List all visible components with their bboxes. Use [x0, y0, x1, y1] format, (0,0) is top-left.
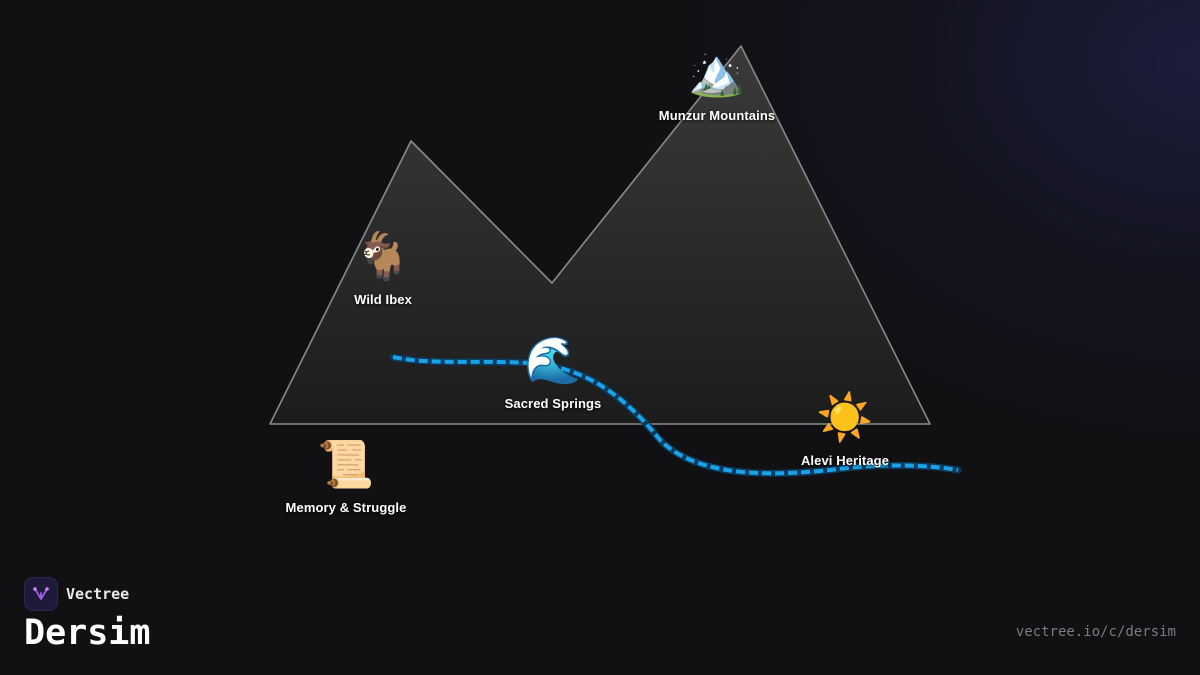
brand[interactable]: Vectree [24, 577, 129, 611]
mountain-range [269, 45, 931, 425]
brand-name: Vectree [66, 585, 130, 603]
feature-munzur-mountains: 🏔️ Munzur Mountains [659, 46, 775, 123]
vectree-logo-icon [24, 577, 58, 611]
feature-sacred-springs: 🌊 Sacred Springs [505, 334, 602, 411]
feature-label: Munzur Mountains [658, 108, 776, 123]
feature-label: Wild Ibex [354, 292, 412, 307]
page-url[interactable]: vectree.io/c/dersim [1015, 624, 1176, 640]
water-wave-icon: 🌊 [524, 334, 582, 386]
sun-icon: ☀️ [816, 391, 874, 443]
feature-wild-ibex: 🐐 Wild Ibex [354, 230, 412, 307]
feature-label: Alevi Heritage [800, 453, 890, 468]
goat-icon: 🐐 [354, 230, 412, 282]
river-path [392, 355, 959, 476]
page-title: Dersim [24, 613, 151, 653]
snow-capped-mountain-icon: 🏔️ [688, 46, 746, 98]
feature-label: Memory & Struggle [285, 500, 407, 515]
feature-memory-struggle: 📜 Memory & Struggle [286, 438, 407, 515]
feature-alevi-heritage: ☀️ Alevi Heritage [801, 391, 889, 468]
scroll-icon: 📜 [317, 438, 375, 490]
feature-label: Sacred Springs [504, 396, 602, 411]
